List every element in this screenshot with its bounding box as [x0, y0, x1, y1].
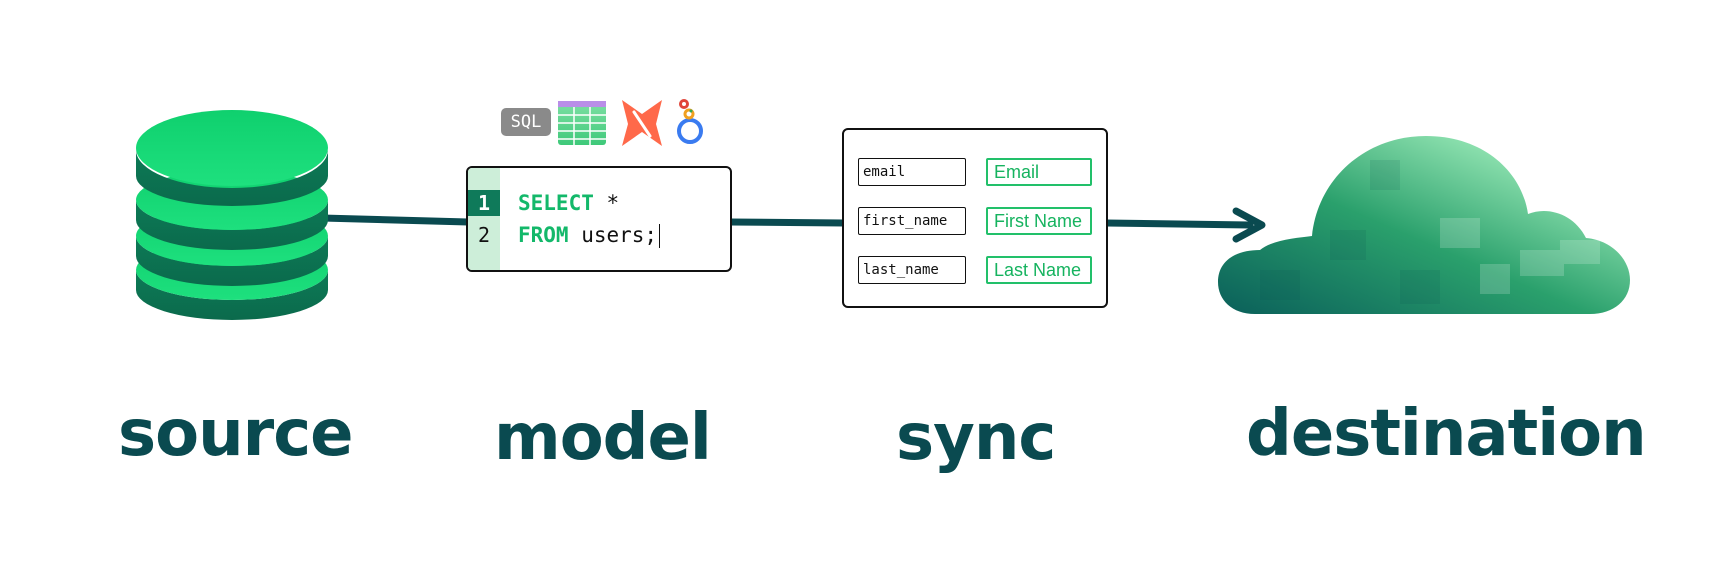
sql-icon: SQL: [501, 108, 551, 136]
line-number: 2: [477, 223, 491, 247]
arrow-right-icon: [1232, 207, 1266, 243]
disk-1: [136, 110, 328, 206]
model-code-editor: 1 2 SELECT * FROM users;: [466, 166, 732, 272]
sql-text: users;: [568, 223, 658, 247]
label-destination: destination: [1246, 397, 1647, 471]
destination-field-first-name: First Name: [986, 207, 1092, 235]
line-number: 1: [468, 190, 500, 216]
source-field-email: email: [858, 158, 966, 186]
label-source: source: [118, 397, 354, 471]
database-icon: [136, 110, 328, 320]
sync-mapping-card: email Email first_name First Name last_n…: [842, 128, 1108, 308]
sql-text: *: [593, 191, 620, 215]
destination-field-last-name: Last Name: [986, 256, 1092, 284]
label-model: model: [494, 401, 712, 475]
source-field-first-name: first_name: [858, 207, 966, 235]
text-caret: [659, 224, 661, 248]
source-field-last-name: last_name: [858, 256, 966, 284]
line-gutter: [468, 168, 500, 270]
destination-field-email: Email: [986, 158, 1092, 186]
code-line: SELECT *: [518, 190, 619, 216]
label-sync: sync: [896, 401, 1056, 475]
looker-icon: [677, 99, 703, 144]
connector-lines: [318, 207, 1266, 243]
cloud-icon: [1218, 136, 1630, 314]
code-line: FROM users;: [518, 222, 661, 248]
connector-model-sync: [726, 218, 848, 227]
spreadsheet-icon: [558, 101, 606, 145]
connector-source-model: [318, 214, 472, 226]
dbt-icon: [622, 100, 662, 146]
sql-keyword: SELECT: [518, 191, 594, 215]
connector-sync-destination: [1102, 219, 1254, 229]
sql-keyword: FROM: [518, 223, 569, 247]
